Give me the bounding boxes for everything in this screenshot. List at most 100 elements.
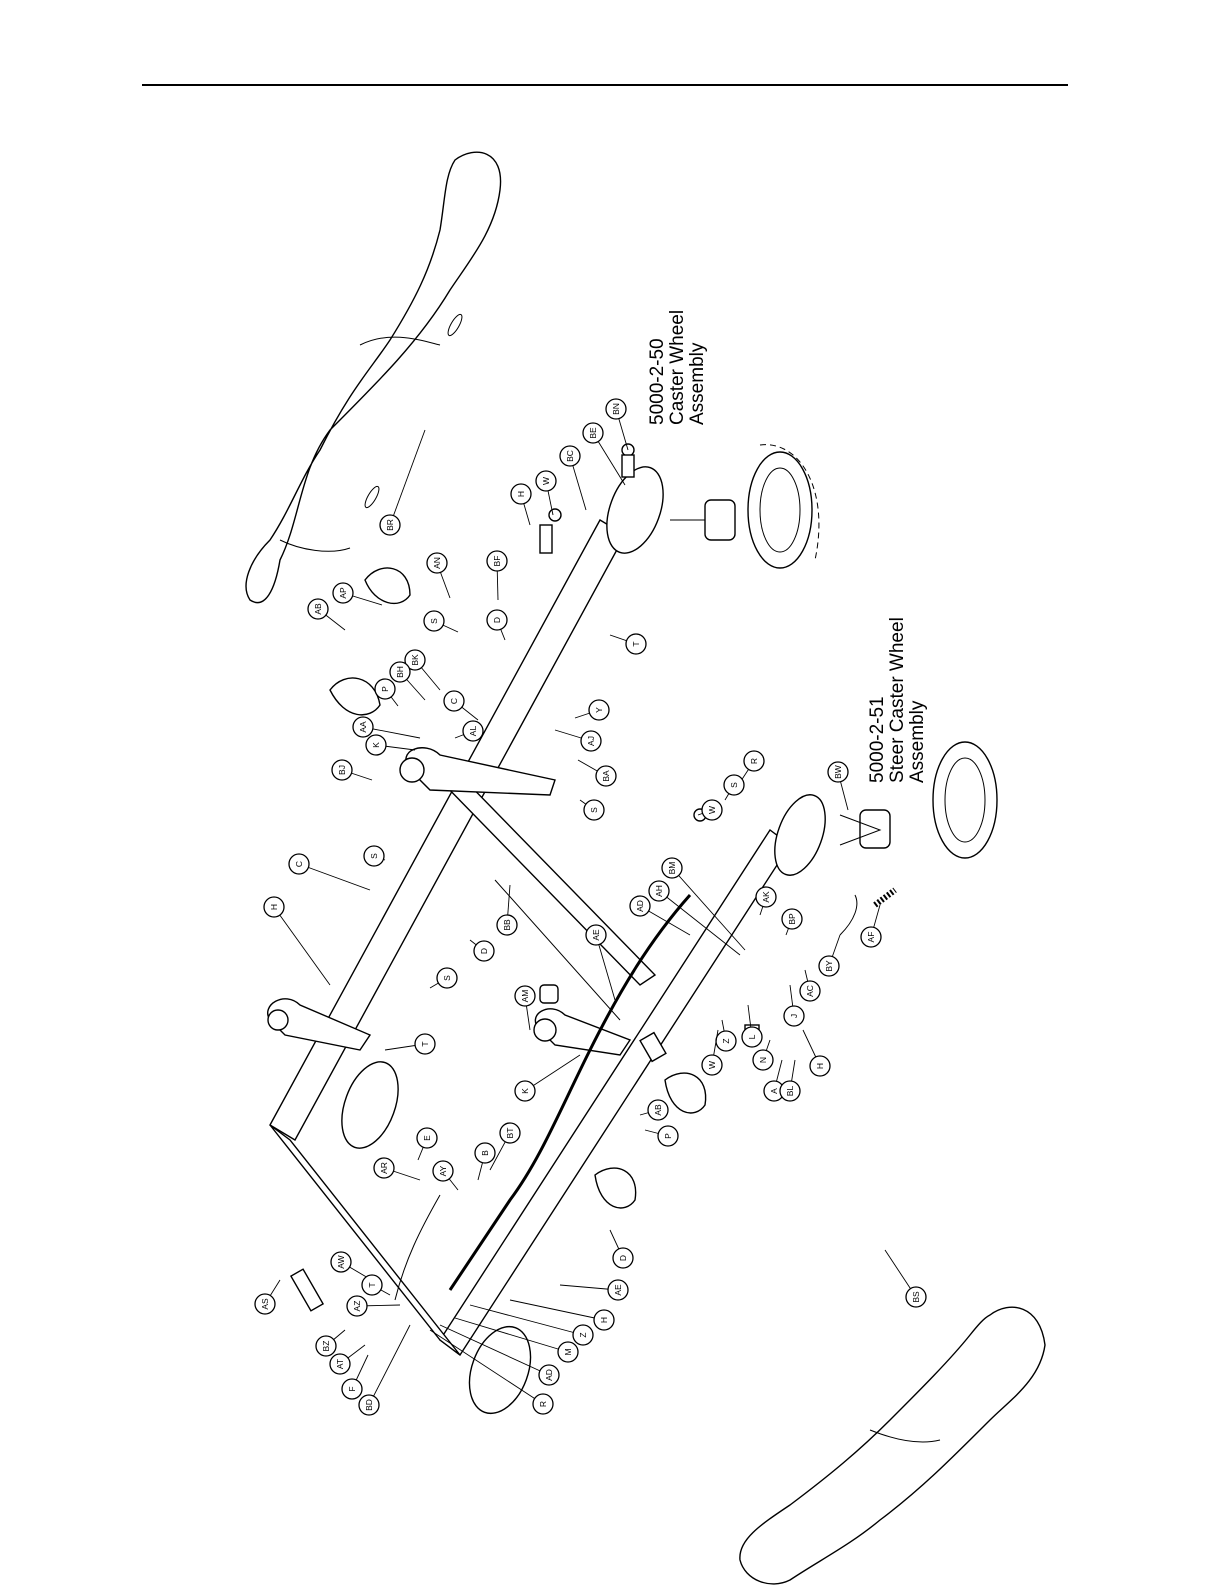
callout-label: BT — [505, 1128, 515, 1139]
callout-label: BK — [410, 654, 420, 666]
callout-bn: BN — [606, 399, 628, 450]
callout-label: T — [420, 1041, 430, 1046]
callout-d: D — [470, 940, 494, 961]
callout-af: AF — [861, 905, 881, 947]
callout-label: A — [769, 1088, 779, 1094]
callout-h: H — [510, 1300, 614, 1330]
callout-r: R — [430, 1330, 553, 1414]
callout-label: BR — [385, 519, 395, 531]
callout-s: S — [430, 968, 457, 988]
callout-d: D — [487, 610, 507, 640]
callout-label: S — [369, 853, 379, 859]
callout-label: AT — [335, 1359, 345, 1369]
callout-label: W — [707, 1061, 717, 1069]
callout-bc: BC — [560, 446, 586, 510]
callout-label: F — [347, 1386, 357, 1391]
callout-s: S — [580, 800, 604, 820]
callout-label: E — [422, 1135, 432, 1141]
callout-leader — [455, 1318, 568, 1352]
callout-label: BW — [833, 765, 843, 779]
callout-label: BF — [492, 556, 502, 567]
callout-br: BR — [380, 430, 425, 535]
callout-label: K — [371, 742, 381, 748]
callout-label: BY — [824, 960, 834, 972]
callout-c: C — [289, 854, 370, 890]
callout-ac: AC — [800, 970, 820, 1001]
callout-label: AE — [613, 1284, 623, 1296]
callout-ad: AD — [630, 896, 690, 935]
callout-label: BA — [601, 770, 611, 782]
callout-label: B — [480, 1150, 490, 1156]
callout-label: S — [589, 807, 599, 813]
callout-h: H — [511, 484, 531, 525]
callout-label: P — [380, 686, 390, 692]
callout-label: J — [789, 1014, 799, 1018]
callout-leader — [369, 1325, 410, 1405]
callout-k: K — [515, 1055, 580, 1101]
callout-label: BM — [667, 862, 677, 875]
callout-label: T — [631, 641, 641, 646]
callout-w: W — [536, 471, 556, 515]
callout-c: C — [444, 691, 478, 720]
callout-label: AS — [260, 1298, 270, 1310]
callout-ah: AH — [649, 881, 740, 955]
callout-leader — [440, 1325, 549, 1375]
callout-bt: BT — [490, 1123, 520, 1170]
callout-al: AL — [455, 721, 483, 741]
callout-label: AD — [544, 1369, 554, 1381]
callout-d: D — [610, 1230, 633, 1268]
callout-label: AA — [358, 721, 368, 733]
callout-ak: AK — [756, 887, 776, 915]
callout-label: AC — [805, 985, 815, 997]
callout-label: AY — [438, 1165, 448, 1176]
callout-bl: BL — [780, 1060, 800, 1101]
callout-bz: BZ — [316, 1330, 345, 1356]
callout-label: AN — [432, 557, 442, 569]
callout-label: C — [449, 698, 459, 704]
callout-label: N — [758, 1057, 768, 1063]
callout-leader — [470, 1305, 583, 1335]
callout-leader — [510, 1300, 604, 1320]
callout-bf: BF — [487, 551, 507, 600]
callout-label: AF — [866, 932, 876, 943]
callout-label: BJ — [337, 765, 347, 775]
callout-label: BN — [611, 403, 621, 415]
callout-label: AL — [468, 726, 478, 737]
callout-bs: BS — [885, 1250, 926, 1307]
callout-label: AB — [313, 603, 323, 615]
callout-t: T — [385, 1034, 435, 1054]
callout-ab: AB — [640, 1100, 668, 1120]
callout-l: L — [742, 1005, 762, 1047]
callout-label: S — [729, 782, 739, 788]
callout-label: AP — [338, 587, 348, 599]
callout-be: BE — [583, 423, 625, 485]
callout-ap: AP — [333, 583, 382, 605]
callout-label: D — [492, 617, 502, 623]
callout-bm: BM — [662, 858, 745, 950]
callout-label: AR — [379, 1162, 389, 1174]
callout-leader — [672, 868, 745, 950]
callout-label: AW — [336, 1255, 346, 1268]
callout-label: H — [269, 904, 279, 910]
callout-b: B — [475, 1143, 495, 1180]
callout-label: AB — [653, 1104, 663, 1116]
callout-ar: AR — [374, 1158, 420, 1180]
callout-label: AH — [654, 885, 664, 897]
callout-y: Y — [575, 700, 609, 720]
callout-z: Z — [470, 1305, 593, 1345]
callout-leader — [274, 907, 330, 985]
callout-leader — [430, 1330, 543, 1404]
callout-label: BE — [588, 427, 598, 439]
callout-bw: BW — [828, 762, 848, 810]
callout-label: AZ — [352, 1301, 362, 1312]
callout-s: S — [364, 846, 385, 866]
callout-label: T — [367, 1282, 377, 1287]
callout-label: AD — [635, 900, 645, 912]
callout-ba: BA — [578, 760, 616, 786]
callout-as: AS — [255, 1280, 280, 1314]
callout-label: S — [429, 618, 439, 624]
callout-an: AN — [427, 553, 450, 598]
callout-label: BP — [787, 913, 797, 925]
callout-label: BZ — [321, 1341, 331, 1352]
